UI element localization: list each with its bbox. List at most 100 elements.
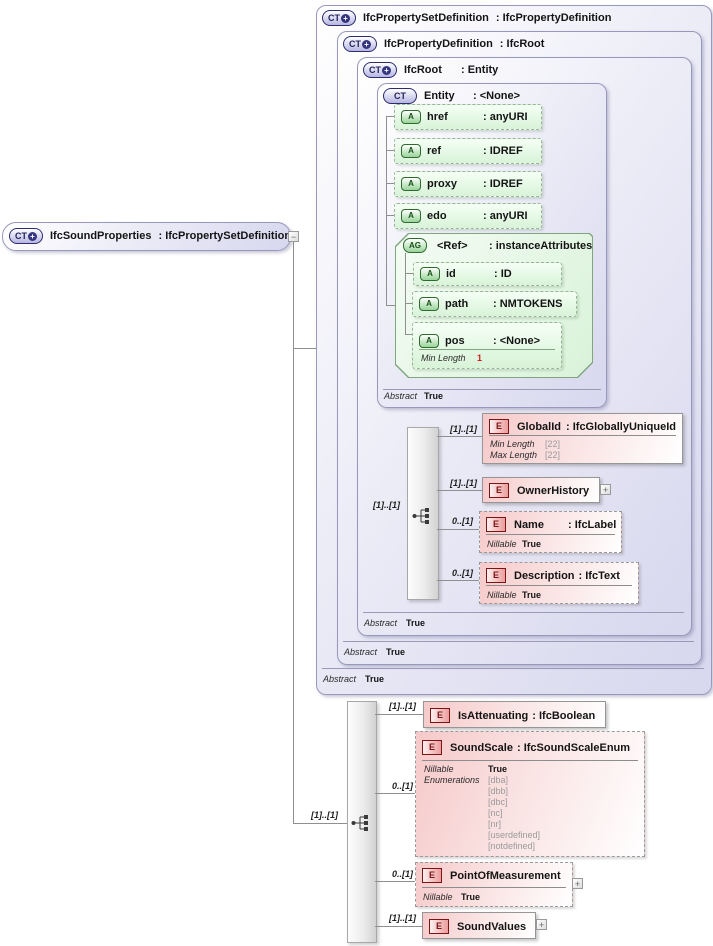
abstract-facet: Abstract True	[344, 647, 405, 657]
connector-line	[386, 183, 394, 184]
abstract-value: True	[365, 674, 385, 684]
element-type: : IfcLabel	[568, 518, 617, 531]
container-base-type: : <None>	[473, 90, 521, 102]
attribute-icon: A	[401, 177, 421, 191]
attribute-box-proxy[interactable]: A proxy : IDREF	[394, 171, 542, 197]
attribute-box-edo[interactable]: A edo : anyURI	[394, 203, 542, 229]
cardinality-label: [1]..[1]	[389, 913, 416, 923]
derived-plus-icon: +	[362, 39, 371, 49]
attribute-icon: A	[401, 144, 421, 158]
abstract-label: Abstract	[344, 647, 378, 657]
connector-line	[375, 926, 422, 927]
abstract-value: True	[386, 647, 406, 657]
attribute-type: : <None>	[493, 335, 541, 347]
attribute-type: : anyURI	[483, 111, 528, 123]
abstract-facet: Abstract True	[323, 674, 384, 684]
attribute-icon: A	[401, 209, 421, 223]
facet-label: Nillable	[487, 539, 517, 549]
connector-line	[375, 714, 423, 715]
element-name: IsAttenuating	[458, 709, 529, 722]
facet-label: Min Length	[421, 353, 466, 363]
element-icon: E	[489, 419, 509, 434]
attribute-name: href	[427, 111, 448, 123]
facet-label: Nillable	[487, 590, 517, 600]
main-type-box-ifcsoundproperties[interactable]: CT+ IfcSoundProperties : IfcPropertySetD…	[2, 222, 291, 251]
attribute-type: : IDREF	[483, 145, 523, 157]
element-name: GlobalId	[517, 420, 561, 433]
attribute-box-path[interactable]: A path : NMTOKENS	[412, 291, 577, 317]
attribute-icon: A	[419, 297, 439, 311]
attribute-box-pos[interactable]: A pos : <None> Min Length 1	[412, 322, 562, 369]
element-type: : IfcSoundScaleEnum	[516, 741, 631, 754]
cardinality-label: [1]..[1]	[373, 500, 400, 510]
facet-separator	[486, 534, 615, 535]
element-icon: E	[489, 483, 509, 498]
enum-value: [notdefined]	[488, 841, 536, 851]
abstract-separator	[383, 389, 601, 390]
attribute-type: : IDREF	[483, 178, 523, 190]
abstract-label: Abstract	[384, 391, 418, 401]
abstract-separator	[363, 612, 684, 613]
element-icon: E	[422, 868, 442, 883]
expand-plus-button[interactable]: +	[572, 878, 583, 889]
element-icon: E	[486, 568, 506, 583]
element-box-soundvalues[interactable]: E SoundValues	[422, 912, 536, 939]
element-box-soundscale[interactable]: E SoundScale : IfcSoundScaleEnum Nillabl…	[415, 731, 645, 857]
facet-label: Min Length	[490, 439, 535, 449]
element-box-pointofmeasurement[interactable]: E PointOfMeasurement Nillable True	[415, 862, 573, 907]
abstract-facet: Abstract True	[364, 618, 425, 628]
element-name: SoundScale	[450, 741, 513, 754]
attribute-group-header: AG <Ref> : instanceAttributes	[403, 238, 592, 253]
element-box-description[interactable]: E Description : IfcText Nillable True	[479, 562, 639, 604]
attribute-name: ref	[427, 145, 442, 157]
complextype-icon: CT+	[363, 62, 397, 78]
complextype-icon: CT+	[322, 10, 356, 26]
element-name: SoundValues	[457, 920, 527, 933]
derived-plus-icon: +	[382, 65, 391, 75]
element-box-isattenuating[interactable]: E IsAttenuating : IfcBoolean	[423, 701, 606, 728]
container-base-type: : Entity	[461, 64, 499, 76]
connector-line	[386, 305, 396, 306]
container-base-type: : IfcRoot	[499, 38, 545, 50]
expand-plus-button[interactable]: +	[600, 484, 611, 495]
connector-line	[437, 490, 482, 491]
collapse-minus-button[interactable]: −	[288, 231, 299, 242]
enum-value: [dbb]	[488, 786, 509, 796]
abstract-value: True	[424, 391, 444, 401]
abstract-facet: Abstract True	[384, 391, 443, 401]
container-title: IfcRoot	[404, 64, 442, 76]
attribute-group-icon: AG	[403, 238, 427, 253]
expand-plus-button[interactable]: +	[536, 919, 547, 930]
cardinality-label: 0..[1]	[392, 781, 414, 791]
container-title: Entity	[424, 90, 455, 102]
element-type: : IfcBoolean	[532, 709, 596, 722]
complextype-icon: CT+	[343, 36, 377, 52]
facet-value: True	[522, 590, 542, 600]
facet-separator	[489, 435, 676, 436]
element-icon: E	[429, 919, 449, 934]
attribute-type: : anyURI	[483, 210, 528, 222]
facet-value: [22]	[545, 439, 561, 449]
attribute-box-id[interactable]: A id : ID	[413, 262, 562, 286]
enum-value: [nr]	[488, 819, 502, 829]
attribute-name: pos	[445, 335, 465, 347]
element-name: Description	[514, 569, 575, 582]
abstract-value: True	[406, 618, 426, 628]
cardinality-label: [1]..[1]	[450, 478, 477, 488]
facet-label: Nillable	[423, 892, 453, 902]
attribute-name: proxy	[427, 178, 457, 190]
derived-plus-icon: +	[341, 13, 350, 23]
element-box-name[interactable]: E Name : IfcLabel Nillable True	[479, 511, 622, 553]
element-box-globalid[interactable]: E GlobalId : IfcGloballyUniqueId Min Len…	[482, 413, 683, 464]
attribute-icon: A	[401, 110, 421, 124]
attribute-box-ref[interactable]: A ref : IDREF	[394, 138, 542, 164]
attribute-group-name: <Ref>	[437, 239, 468, 252]
attribute-icon: A	[420, 267, 440, 281]
attribute-box-href[interactable]: A href : anyURI	[394, 104, 542, 130]
element-box-ownerhistory[interactable]: E OwnerHistory	[482, 477, 600, 503]
cardinality-label: [1]..[1]	[311, 810, 338, 820]
complextype-icon: CT+	[9, 228, 43, 244]
cardinality-label: [1]..[1]	[450, 424, 477, 434]
connector-line	[405, 273, 413, 274]
attribute-group-type: : instanceAttributes	[489, 239, 593, 252]
